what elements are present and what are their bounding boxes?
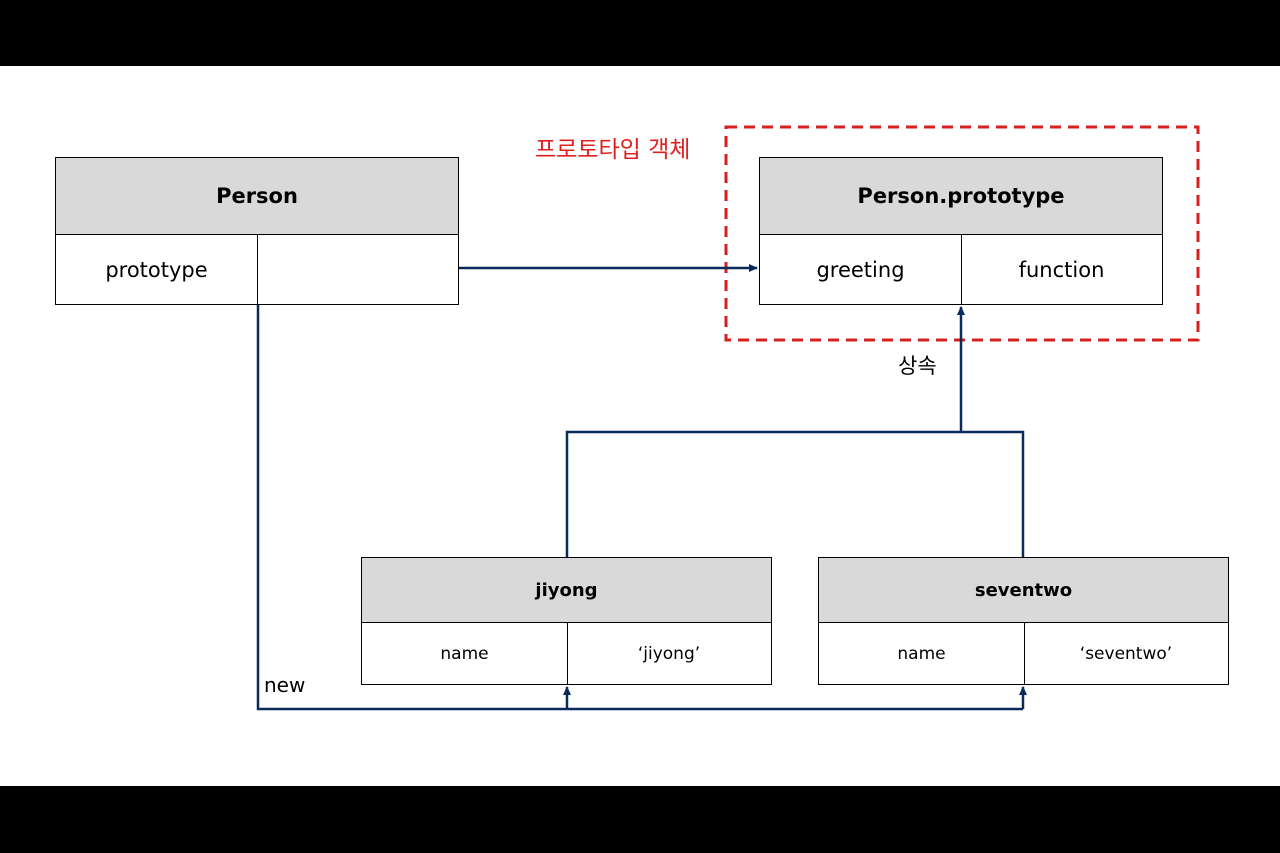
person-prototype-key: prototype <box>56 235 258 304</box>
connectors-layer <box>256 125 1200 711</box>
inheritance-label: 상속 <box>898 354 937 378</box>
person-prototype-value <box>257 235 458 304</box>
inherit-branch-line <box>565 430 1025 557</box>
diagram-canvas: 프로토타입 객체 상속 new Person prototype Person.… <box>0 66 1280 786</box>
person-prototype-title: Person.prototype <box>760 158 1162 235</box>
jiyong-name-key: name <box>362 623 568 684</box>
seventwo-title: seventwo <box>819 558 1228 623</box>
greeting-key: greeting <box>760 235 962 304</box>
new-instantiation-line <box>256 305 1023 711</box>
jiyong-name-value: ‘jiyong’ <box>637 643 701 664</box>
person-title: Person <box>56 158 458 235</box>
new-label: new <box>264 673 306 697</box>
prototype-object-label: 프로토타입 객체 <box>535 137 691 163</box>
seventwo-instance-box: seventwo name ‘seventwo’ <box>818 557 1229 685</box>
seventwo-name-key: name <box>819 623 1025 684</box>
greeting-value: function <box>1018 257 1105 282</box>
seventwo-name-value: ‘seventwo’ <box>1079 643 1173 664</box>
person-prototype-box: Person.prototype greeting function <box>759 157 1163 305</box>
jiyong-instance-box: jiyong name ‘jiyong’ <box>361 557 772 685</box>
person-constructor-box: Person prototype <box>55 157 459 305</box>
jiyong-title: jiyong <box>362 558 771 623</box>
